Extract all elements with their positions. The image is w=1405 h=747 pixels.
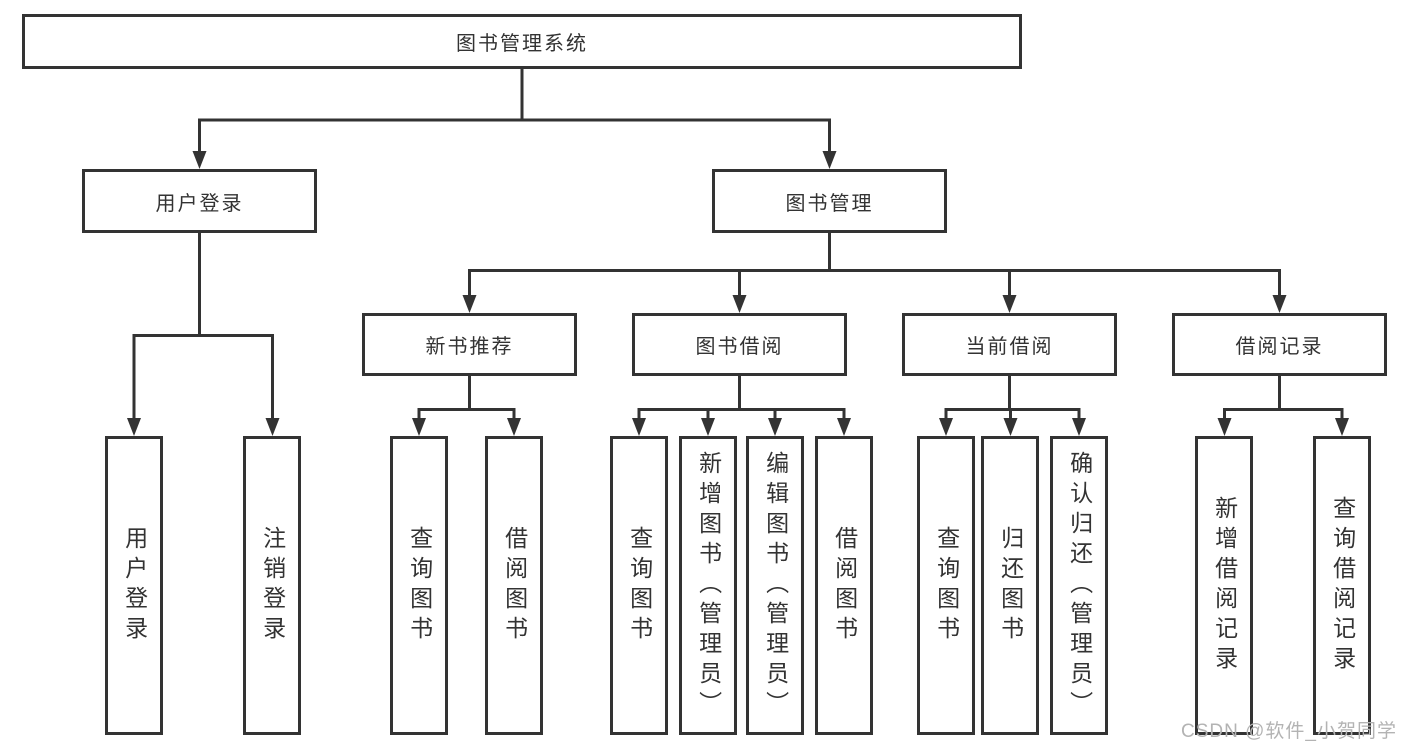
leaf-logout-label: 注销登录 (259, 525, 286, 646)
node-new-book-recommendation-label: 新书推荐 (425, 336, 514, 358)
leaf-borrow-books-label: 借阅图书 (831, 525, 858, 646)
leaf-edit-book-admin-label: 编辑图书（管理员） (762, 450, 789, 721)
leaf-borrow-books-recommend: 借阅图书 (485, 436, 543, 735)
leaf-query-books-borrow-label: 查询图书 (626, 525, 653, 646)
leaf-return-book-label: 归还图书 (997, 525, 1024, 646)
leaf-borrow-books-recommend-label: 借阅图书 (501, 525, 528, 646)
leaf-query-books-recommend-label: 查询图书 (406, 525, 433, 646)
node-borrowing-records: 借阅记录 (1172, 313, 1387, 376)
leaf-return-book: 归还图书 (981, 436, 1039, 735)
leaf-query-borrow-record: 查询借阅记录 (1313, 436, 1371, 735)
leaf-query-books-current-label: 查询图书 (933, 525, 960, 646)
leaf-logout: 注销登录 (243, 436, 301, 735)
node-current-borrowing: 当前借阅 (902, 313, 1117, 376)
node-current-borrowing-label: 当前借阅 (965, 336, 1054, 358)
leaf-query-books-borrow: 查询图书 (610, 436, 668, 735)
node-user-login: 用户登录 (82, 169, 317, 233)
leaf-query-books-current: 查询图书 (917, 436, 975, 735)
node-borrowing-records-label: 借阅记录 (1235, 336, 1324, 358)
leaf-add-book-admin-label: 新增图书（管理员） (695, 450, 722, 721)
watermark: CSDN @软件_小贺同学 (1181, 721, 1397, 742)
node-book-management: 图书管理 (712, 169, 947, 233)
node-book-borrowing-label: 图书借阅 (695, 336, 784, 358)
node-book-borrowing: 图书借阅 (632, 313, 847, 376)
node-root: 图书管理系统 (22, 14, 1022, 69)
leaf-add-book-admin: 新增图书（管理员） (679, 436, 737, 735)
node-book-management-label: 图书管理 (785, 192, 874, 215)
leaf-user-login-label: 用户登录 (121, 525, 148, 646)
node-new-book-recommendation: 新书推荐 (362, 313, 577, 376)
leaf-add-borrow-record: 新增借阅记录 (1195, 436, 1253, 735)
leaf-borrow-books: 借阅图书 (815, 436, 873, 735)
leaf-user-login: 用户登录 (105, 436, 163, 735)
leaf-confirm-return-admin: 确认归还（管理员） (1050, 436, 1108, 735)
node-root-label: 图书管理系统 (456, 33, 588, 55)
leaf-add-borrow-record-label: 新增借阅记录 (1211, 495, 1238, 676)
leaf-query-books-recommend: 查询图书 (390, 436, 448, 735)
leaf-query-borrow-record-label: 查询借阅记录 (1329, 495, 1356, 676)
leaf-confirm-return-admin-label: 确认归还（管理员） (1066, 450, 1093, 721)
leaf-edit-book-admin: 编辑图书（管理员） (746, 436, 804, 735)
node-user-login-label: 用户登录 (155, 192, 244, 215)
